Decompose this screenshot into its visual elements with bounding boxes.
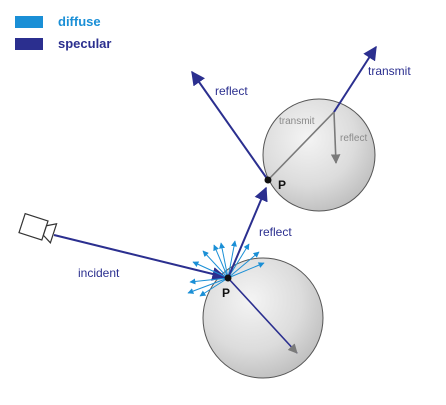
legend-label-diffuse: diffuse: [58, 14, 101, 29]
label-reflect-upper: reflect: [215, 84, 248, 98]
legend-swatch-diffuse: [15, 16, 43, 28]
point-upper-dot: [264, 176, 272, 184]
lower-sphere-transmit-ray: [227, 277, 298, 354]
transmit-ray-outer: [333, 45, 377, 113]
label-incident: incident: [78, 266, 120, 280]
legend-swatch-specular: [15, 38, 43, 50]
label-point-upper: P: [278, 178, 286, 192]
diffuse-rays: [187, 240, 265, 297]
upper-sphere: [262, 98, 376, 212]
incident-ray: [53, 234, 227, 281]
label-point-lower: P: [222, 286, 230, 300]
camera-icon: [18, 212, 58, 244]
point-lower-dot: [224, 274, 232, 282]
reflect-ray-lower: [227, 186, 268, 279]
internal-reflect-ray: [330, 111, 341, 164]
label-transmit-inner: transmit: [279, 116, 315, 127]
label-reflect-lower: reflect: [259, 225, 292, 239]
transmit-ray-inner: [267, 111, 335, 181]
label-reflect-inner: reflect: [340, 133, 367, 144]
reflect-ray-upper: [191, 70, 269, 181]
legend-label-specular: specular: [58, 36, 112, 51]
label-transmit-outer: transmit: [368, 64, 411, 78]
